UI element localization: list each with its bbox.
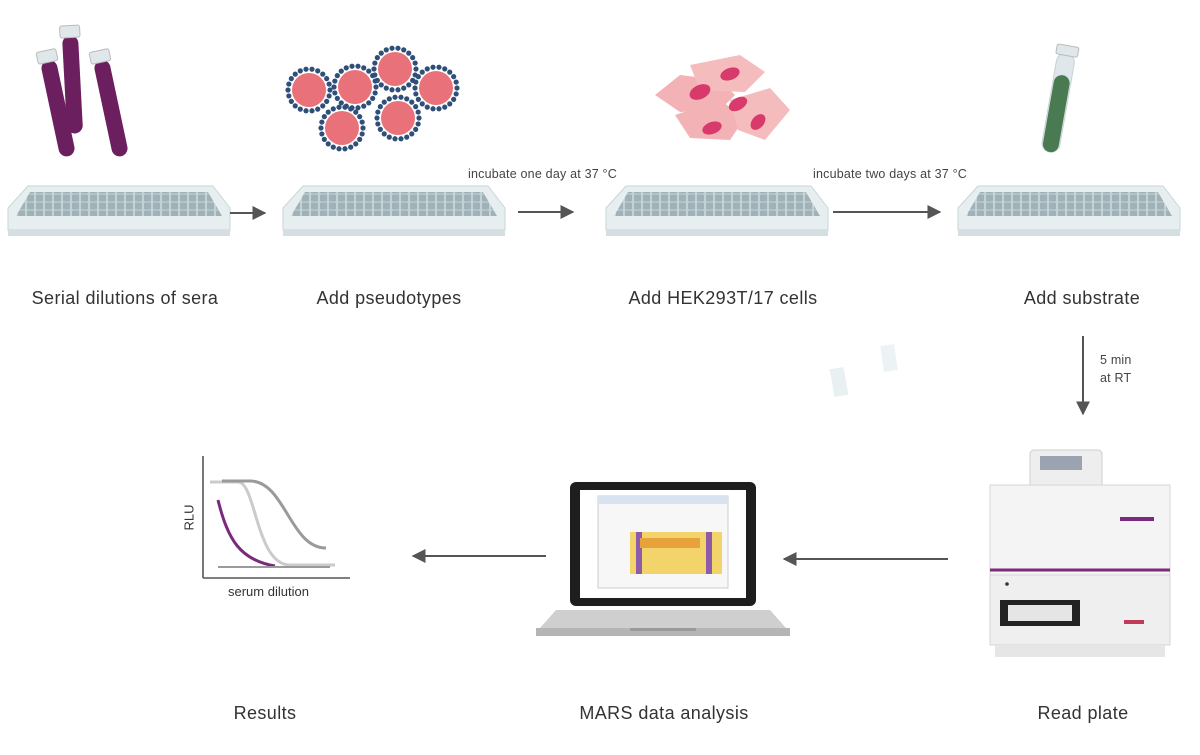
plate-reader-icon <box>989 449 1171 657</box>
plate-2 <box>282 185 506 236</box>
curve-light <box>210 480 335 567</box>
curve-grey <box>222 479 327 550</box>
step-label-pseudotypes: Add pseudotypes <box>316 288 462 308</box>
step-label-mars: MARS data analysis <box>579 703 749 723</box>
pseudotype-particle <box>412 64 460 112</box>
pseudotype-particle <box>374 94 422 142</box>
plot-ylabel: RLU <box>181 504 197 531</box>
decorative-square <box>829 366 849 398</box>
plate-4 <box>957 185 1181 236</box>
arrow-label-5min: 5 min <box>1100 353 1132 367</box>
decorative-square <box>880 344 898 372</box>
pseudotype-particle <box>331 63 379 111</box>
sera-tubes-icon <box>35 24 128 157</box>
pseudotype-particle <box>371 45 419 93</box>
results-plot <box>202 456 350 579</box>
arrow-label-two-days: incubate two days at 37 °C <box>813 167 968 181</box>
pseudotype-particle <box>318 104 366 152</box>
pseudotypes-icon <box>285 45 460 152</box>
step-label-sera: Serial dilutions of sera <box>31 288 219 308</box>
hek-cells-icon <box>655 55 790 140</box>
step-label-results: Results <box>233 703 297 723</box>
plate-1 <box>7 185 231 236</box>
plot-xlabel: serum dilution <box>228 584 309 599</box>
laptop-icon <box>536 482 790 636</box>
step-label-cells: Add HEK293T/17 cells <box>628 288 818 308</box>
substrate-tube-icon <box>1041 43 1080 153</box>
pseudotype-particle <box>285 66 333 114</box>
curve-purple <box>216 499 276 568</box>
arrow-label-one-day: incubate one day at 37 °C <box>468 167 617 181</box>
plate-3 <box>605 185 829 236</box>
step-label-substrate: Add substrate <box>1023 288 1141 308</box>
step-label-read-plate: Read plate <box>1037 703 1129 723</box>
arrow-label-rt: at RT <box>1100 371 1132 385</box>
